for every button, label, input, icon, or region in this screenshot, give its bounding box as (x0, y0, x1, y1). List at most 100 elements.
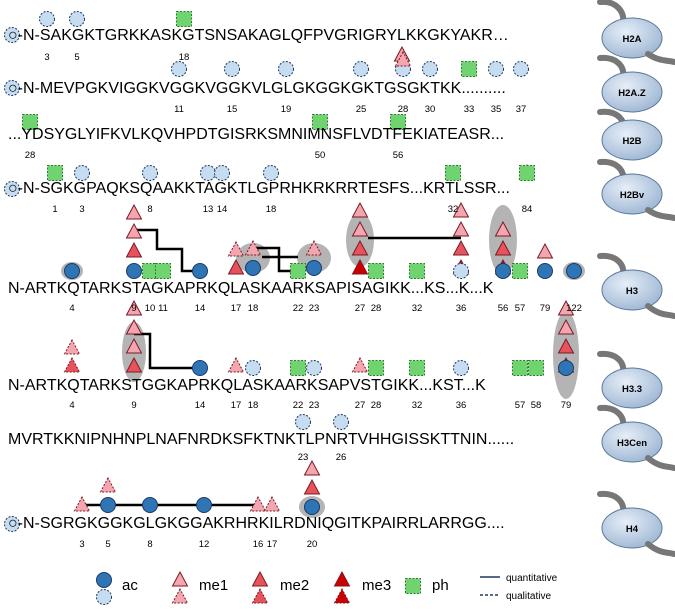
residue-number: 16 (253, 539, 264, 550)
residue-number: 14 (217, 204, 228, 215)
residue-number: 9 (131, 303, 136, 314)
residue-number: 8 (147, 204, 152, 215)
variant-label-h2a: H2A (622, 34, 641, 45)
residue-number: 33 (464, 104, 475, 115)
row-h2bv: ○-N-SGKGPAQKSQAAKKTAGKTLGPRHKRKRRTESFS..… (8, 180, 510, 197)
phosphorylation-mark (368, 263, 384, 279)
residue-number: 17 (231, 303, 242, 314)
residue-number: 35 (491, 104, 502, 115)
methylation-me1-mark (125, 337, 143, 354)
methylation-me2-mark (227, 258, 245, 275)
acetylation-mark (295, 414, 311, 430)
cell-tail (597, 0, 627, 25)
legend-me2: me2 (280, 577, 309, 594)
cell-h2az: H2A.Z (597, 54, 663, 113)
residue-number: 14 (195, 400, 206, 411)
residue-number: 11 (158, 303, 168, 314)
residue-number: 18 (266, 204, 277, 215)
methylation-me2-mark (452, 239, 470, 256)
methylation-me1-mark (227, 356, 245, 373)
residue-number: 3 (44, 52, 49, 63)
methylation-me1-mark (557, 299, 575, 316)
methylation-me2-mark (251, 570, 269, 587)
row-h3cen: MVRTKKNIPNHNPLNAFNRDKSFKTNKTLPNRTVHHGISS… (8, 431, 514, 448)
acetylation-mark (100, 497, 116, 513)
acetylation-mark (513, 61, 529, 77)
phosphorylation-mark (290, 360, 306, 376)
acetylation-mark (488, 61, 504, 77)
acetylation-mark (537, 263, 553, 279)
acetylation-mark (214, 165, 230, 181)
methylation-me3-mark (333, 587, 351, 604)
methylation-me1-mark (125, 318, 143, 335)
cell-tail (645, 455, 675, 471)
residue-number: 36 (456, 303, 467, 314)
acetylation-mark (245, 360, 261, 376)
residue-numbers: 3 5 18 11 15 19 25 28 30 33 35 37 28 50 … (25, 52, 582, 550)
residue-number: 10 (145, 303, 156, 314)
residue-number: 3 (79, 539, 84, 550)
legend-ac: ac (122, 577, 138, 594)
acetylation-mark (96, 572, 112, 588)
phosphorylation-mark (409, 263, 425, 279)
residue-number: 50 (315, 150, 326, 161)
residue-number: 27 (355, 400, 366, 411)
methylation-me1-mark (303, 459, 321, 476)
combination-connector (134, 228, 200, 273)
acetylation-mark (142, 165, 158, 181)
legend-me3: me3 (362, 577, 391, 594)
cell-tail (645, 303, 675, 319)
legend: ac me1 me2 me3 ph quantitative qualitati… (96, 570, 558, 605)
acetylation-mark (192, 263, 208, 279)
cell-body (601, 269, 663, 311)
phosphorylation-mark (368, 360, 384, 376)
combination-connector (253, 246, 298, 273)
acetylation-mark (224, 61, 240, 77)
acetylation-mark (64, 263, 80, 279)
residue-number: 79 (540, 303, 551, 314)
residue-number: 28 (398, 104, 409, 115)
acetylation-mark (558, 360, 574, 376)
residue-number: 5 (74, 52, 79, 63)
methylation-me1-mark (557, 318, 575, 335)
phosphorylation-mark (176, 11, 192, 27)
residue-number: 11 (174, 104, 184, 115)
residue-number: 36 (456, 400, 467, 411)
legend-quantitative: quantitative (506, 573, 558, 584)
cell-body (601, 119, 663, 161)
phosphorylation-mark (512, 263, 528, 279)
variant-label-h33: H3.3 (622, 384, 642, 395)
sequence-h2az: ○-N-MEVPGKVIGGKVGGKVGGKVLGLGKGGKGKTGSGKT… (8, 80, 506, 97)
acetylation-mark (196, 497, 212, 513)
residue-number: 56 (498, 303, 509, 314)
cell-tail (645, 51, 675, 65)
acetylation-mark (142, 497, 158, 513)
variant-label-h2bv: H2Bv (620, 190, 645, 201)
cell-h4: H4 (597, 490, 675, 557)
residue-number: 18 (248, 400, 259, 411)
sequence-h4: ○-N-SGRGKGGKGLGKGGAKRHRKILRDNIQGITKPAIRR… (8, 515, 505, 532)
acetylation-mark (69, 11, 85, 27)
cell-tail (645, 541, 675, 557)
phosphorylation-mark (461, 61, 477, 77)
residue-number: 5 (105, 539, 110, 550)
legend-ph: ph (432, 577, 449, 594)
methylation-me1-mark (494, 220, 512, 237)
acetylation-mark (263, 165, 279, 181)
variant-cells: H2A H2A.Z H2B H2Bv H3 H3.3 (597, 0, 675, 557)
residue-number: 18 (248, 303, 259, 314)
methylation-me1-mark (244, 239, 262, 256)
acetylation-mark (306, 360, 322, 376)
acetylation-mark (39, 11, 55, 27)
cell-body (601, 71, 663, 113)
residue-number: 14 (195, 303, 206, 314)
residue-number: 18 (179, 52, 190, 63)
methylation-me1-mark (536, 242, 554, 259)
residue-number: 4 (69, 303, 74, 314)
residue-number: 17 (231, 400, 242, 411)
methylation-me1-mark (63, 338, 81, 355)
acetylation-mark (4, 27, 20, 43)
residue-number: 4 (69, 400, 74, 411)
row-h3: N-ARTKQTARKSTAGKAPRKQLASKAARKSAPISAGIKK.… (8, 280, 494, 297)
phosphorylation-mark (390, 114, 406, 130)
